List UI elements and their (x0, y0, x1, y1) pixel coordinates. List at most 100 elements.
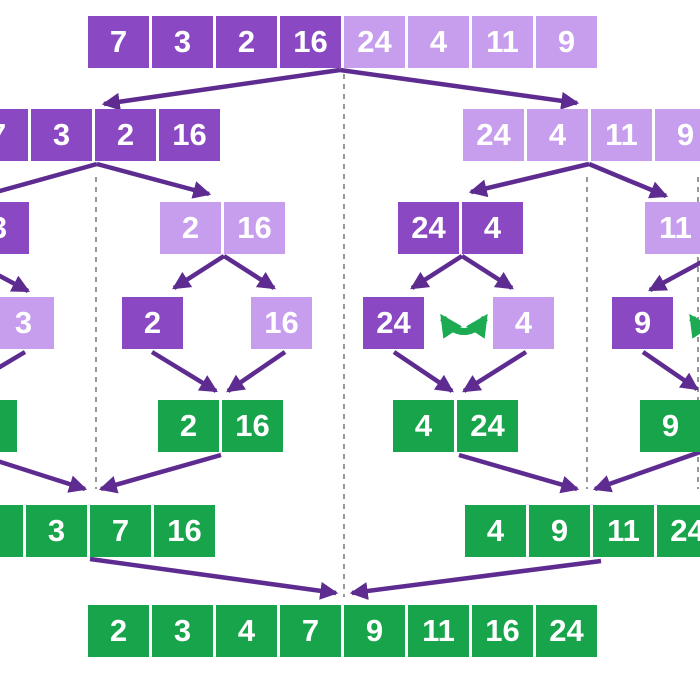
array-cell: 24 (344, 16, 405, 68)
array-cell: 16 (159, 109, 220, 161)
array-cell: 16 (154, 505, 215, 557)
merge-arrow (0, 459, 88, 493)
split-arrow (101, 67, 341, 111)
merged-pair-9: 9 (640, 400, 700, 452)
array-cell: 16 (224, 202, 285, 254)
array-cell: 4 (493, 297, 554, 349)
array-cell: 4 (527, 109, 588, 161)
array-cell: 9 (536, 16, 597, 68)
merge-arrow (98, 452, 222, 494)
array-cell: 2 (122, 297, 183, 349)
split-arrow (468, 161, 590, 198)
array-cell: 3 (152, 16, 213, 68)
split-arrow (410, 254, 464, 290)
swap-curve (689, 313, 700, 339)
array-cell: 4 (462, 202, 523, 254)
array-cell: 24 (536, 605, 597, 657)
array-cell: 11 (593, 505, 654, 557)
array-cell: 2 (160, 202, 221, 254)
array-cell: 11 (645, 202, 700, 254)
single-9: 9 (612, 297, 673, 349)
split-arrow (648, 260, 700, 292)
merge-arrow (226, 350, 287, 393)
array-cell: 16 (222, 400, 283, 452)
array-cell: 24 (657, 505, 700, 557)
split-arrow (588, 161, 669, 199)
merged-pair-offscreen-left (0, 400, 17, 452)
merged-quad-left: 23716 (0, 505, 215, 557)
array-cell: 24 (463, 109, 524, 161)
array-cell: 16 (472, 605, 533, 657)
array-cell: 4 (408, 16, 469, 68)
split-arrow (96, 161, 212, 199)
single-24: 24 (363, 297, 424, 349)
split-arrow (222, 254, 276, 290)
pair-7-3: 3 (0, 202, 29, 254)
single-16: 16 (251, 297, 312, 349)
merge-arrow (349, 558, 602, 600)
pair-11-9: 11 (645, 202, 700, 254)
split-merge-arrows (0, 67, 700, 600)
array-cell: 9 (344, 605, 405, 657)
array-cell: 7 (88, 16, 149, 68)
swap-arrow-9-11-icon (689, 313, 700, 339)
merge-arrow (89, 556, 339, 600)
swap-arrow-24-4-icon (440, 313, 488, 339)
merge-arrow (0, 350, 27, 370)
merge-arrow (462, 350, 528, 393)
array-cell: 9 (612, 297, 673, 349)
merge-arrow (392, 350, 454, 393)
array-cell: 7 (90, 505, 151, 557)
split-arrow (0, 273, 30, 293)
split-arrow (0, 161, 98, 194)
array-cell: 16 (280, 16, 341, 68)
array-cell: 11 (408, 605, 469, 657)
array-cell (0, 400, 17, 452)
array-cell: 3 (31, 109, 92, 161)
array-cell: 3 (26, 505, 87, 557)
merge-arrow (592, 449, 700, 493)
array-cell: 2 (95, 109, 156, 161)
merge-arrow (458, 452, 580, 494)
single-2: 2 (122, 297, 183, 349)
array-cell: 7 (0, 109, 28, 161)
array-cell: 2 (0, 505, 23, 557)
array-cell: 2 (88, 605, 149, 657)
array-cell: 3 (152, 605, 213, 657)
array-cell: 24 (457, 400, 518, 452)
split-arrow (172, 254, 226, 290)
array-cell: 2 (158, 400, 219, 452)
array-cell: 24 (398, 202, 459, 254)
array-cell: 11 (591, 109, 652, 161)
array-cell: 3 (0, 202, 29, 254)
array-cell: 9 (529, 505, 590, 557)
merge-arrow (150, 350, 218, 393)
array-cell: 24 (363, 297, 424, 349)
array-cell: 4 (393, 400, 454, 452)
array-cell: 11 (472, 16, 533, 68)
array-cell: 7 (280, 605, 341, 657)
array-cell: 16 (251, 297, 312, 349)
array-cell: 9 (640, 400, 700, 452)
array-cell: 2 (216, 16, 277, 68)
array-cell: 4 (465, 505, 526, 557)
split-arrow (339, 67, 580, 110)
merge-arrow (641, 350, 699, 391)
single-4: 4 (493, 297, 554, 349)
swap-curve (440, 313, 488, 339)
single-3: 3 (0, 297, 54, 349)
array-cell: 3 (0, 297, 54, 349)
split-arrow (460, 254, 514, 290)
array-cell: 4 (216, 605, 277, 657)
array-cell: 9 (655, 109, 700, 161)
